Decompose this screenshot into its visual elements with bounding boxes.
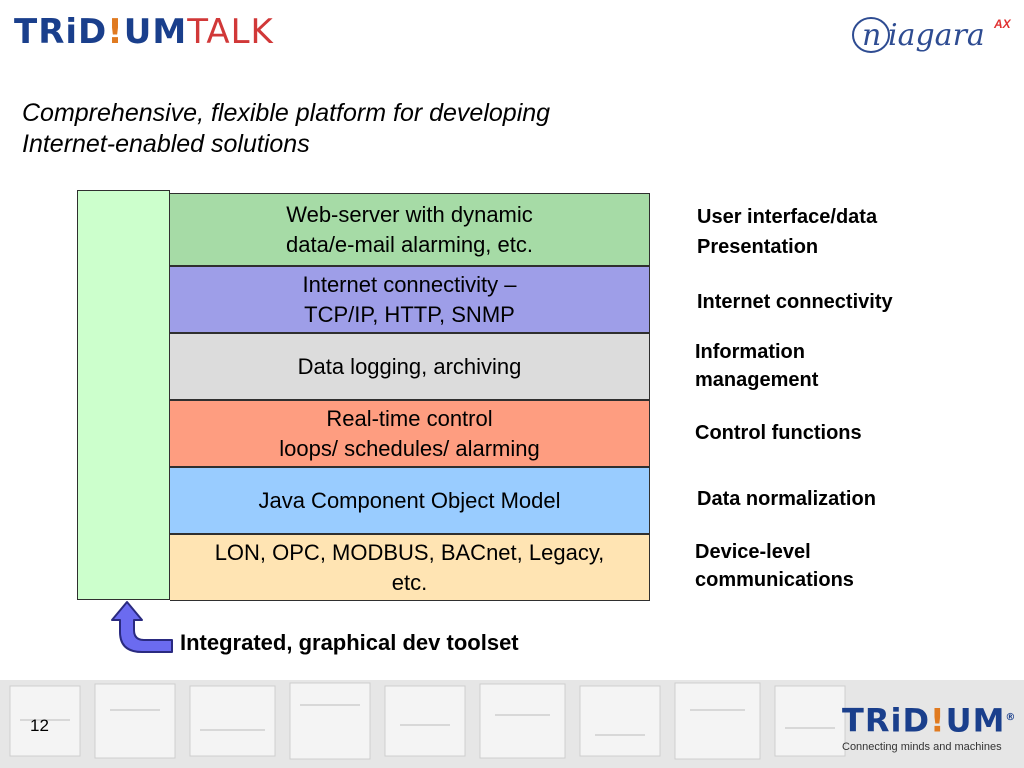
layer-line1: Data logging, archiving	[297, 353, 522, 379]
layer-device-protocols: LON, OPC, MODBUS, BACnet, Legacy, etc.	[170, 534, 650, 601]
niagara-rest: iagara	[888, 18, 985, 53]
toolset-column	[77, 190, 170, 600]
layer-web-server: Web-server with dynamic data/e-mail alar…	[170, 193, 650, 266]
tridium-footer-wordmark: TRiD!UM®	[842, 700, 1022, 739]
curved-up-arrow-icon	[111, 601, 173, 653]
footer-logo-part1: TRiD	[842, 701, 930, 740]
niagara-ax-logo: n iagara AX	[850, 8, 1020, 58]
label-line1: Information	[695, 341, 805, 363]
tridium-footer-logo: TRiD!UM® Connecting minds and machines	[842, 700, 1022, 760]
layer-line1: LON, OPC, MODBUS, BACnet, Legacy,	[214, 539, 605, 565]
layer-line1: Web-server with dynamic	[286, 201, 533, 227]
niagara-n: n	[862, 18, 881, 53]
label-line2: Presentation	[697, 236, 819, 258]
footer-logo-part2: UM	[945, 701, 1006, 740]
logo-talk: TALK	[187, 12, 274, 52]
layer-line1: Java Component Object Model	[258, 487, 561, 513]
label-information-management: Information management	[695, 338, 818, 394]
label-line1: Internet connectivity	[697, 291, 893, 313]
layer-line2: etc.	[391, 569, 428, 595]
slide-title-line2: Internet-enabled solutions	[22, 130, 310, 158]
footer-tagline: Connecting minds and machines	[842, 740, 1002, 753]
label-line2: communications	[695, 569, 854, 591]
footer-logo-dot: !	[930, 701, 946, 740]
layer-line2: data/e-mail alarming, etc.	[286, 231, 533, 257]
label-line1: User interface/data	[697, 206, 878, 228]
label-user-interface: User interface/data Presentation	[697, 202, 877, 262]
label-control-functions: Control functions	[695, 419, 862, 447]
niagara-ax: AX	[993, 17, 1012, 31]
layer-line1: Internet connectivity –	[302, 271, 517, 297]
label-line1: Control functions	[695, 422, 862, 444]
toolset-label: Integrated, graphical dev toolset	[180, 630, 519, 655]
logo-tridium-part2: UM	[123, 12, 188, 52]
label-data-normalization: Data normalization	[697, 485, 876, 513]
label-line2: management	[695, 369, 819, 391]
layer-internet-connectivity: Internet connectivity – TCP/IP, HTTP, SN…	[170, 266, 650, 333]
niagara-logo-graphic: n iagara AX	[852, 17, 1012, 53]
layer-java-component-object-model: Java Component Object Model	[170, 467, 650, 534]
slide-title-line1: Comprehensive, flexible platform for dev…	[22, 99, 551, 127]
footer-band	[0, 680, 1024, 768]
layer-line2: loops/ schedules/ alarming	[279, 435, 540, 461]
logo-tridium-part1: TRiD	[14, 12, 108, 52]
label-line1: Data normalization	[697, 488, 876, 510]
layer-line2: TCP/IP, HTTP, SNMP	[304, 301, 515, 327]
label-internet-connectivity: Internet connectivity	[697, 288, 893, 316]
slide-title: Comprehensive, flexible platform for dev…	[22, 98, 662, 160]
footer-logo-registered: ®	[1005, 712, 1017, 723]
layer-data-logging: Data logging, archiving	[170, 333, 650, 400]
layer-real-time-control: Real-time control loops/ schedules/ alar…	[170, 400, 650, 467]
logo-tridium-dot: !	[107, 12, 124, 52]
page-number: 12	[30, 716, 49, 735]
layer-line1: Real-time control	[326, 405, 493, 431]
footer-pattern-graphic	[9, 682, 846, 760]
label-line1: Device-level	[695, 541, 811, 563]
label-device-level-communications: Device-level communications	[695, 538, 854, 594]
